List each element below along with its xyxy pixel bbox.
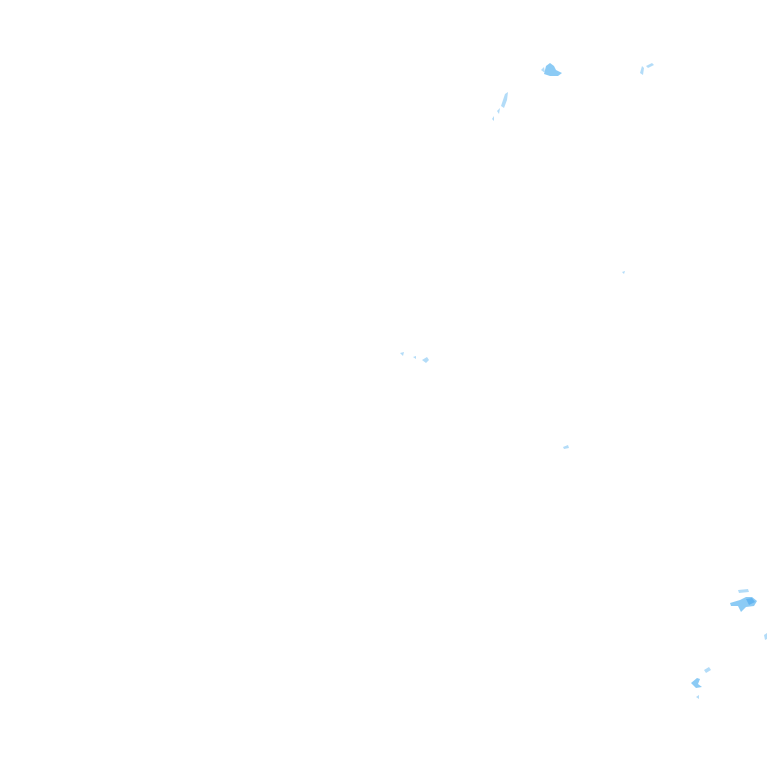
water-feature-bottom-right bbox=[730, 589, 767, 640]
water-feature-top-right bbox=[640, 63, 654, 75]
water-feature-top-left bbox=[492, 92, 508, 121]
water-feature-center bbox=[400, 352, 429, 363]
water-feature-top-center bbox=[541, 63, 562, 76]
water-feature-bottom-right-lower bbox=[691, 667, 711, 699]
water-feature-center-right bbox=[563, 271, 625, 449]
